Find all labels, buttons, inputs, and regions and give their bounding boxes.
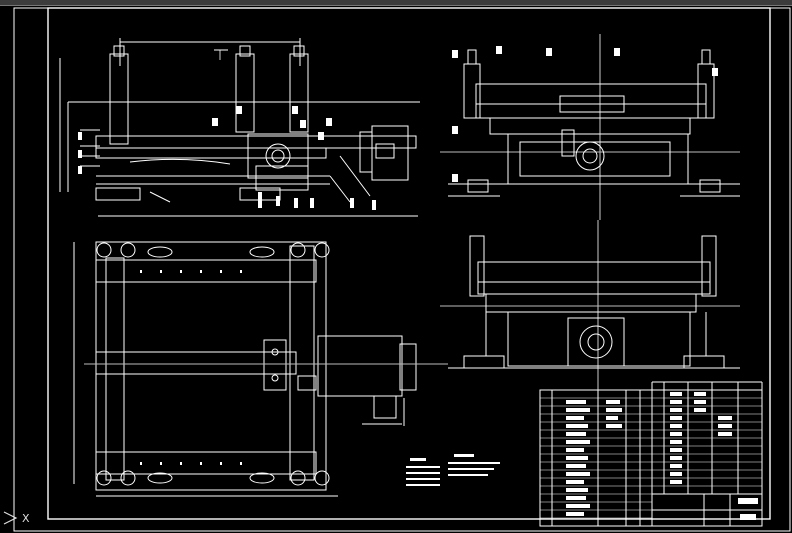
title-block-rows	[540, 389, 762, 519]
front-view-balloons	[78, 106, 376, 210]
plan-view-rail-holes	[140, 270, 242, 465]
technical-notes	[406, 454, 500, 486]
window-top-strip	[0, 0, 792, 6]
plan-view	[73, 241, 448, 497]
ucs-axis-label: X	[22, 512, 30, 525]
sheet-outer-border	[13, 7, 791, 532]
front-view	[59, 38, 420, 217]
cad-drawing-canvas[interactable]	[0, 6, 792, 533]
title-block-entries	[566, 392, 758, 520]
ucs-axis-icon	[3, 511, 18, 525]
side-view-top	[440, 34, 740, 220]
side-view-top-balloons	[452, 46, 718, 182]
sheet-inner-border	[47, 7, 771, 520]
side-view-bottom	[440, 220, 740, 396]
